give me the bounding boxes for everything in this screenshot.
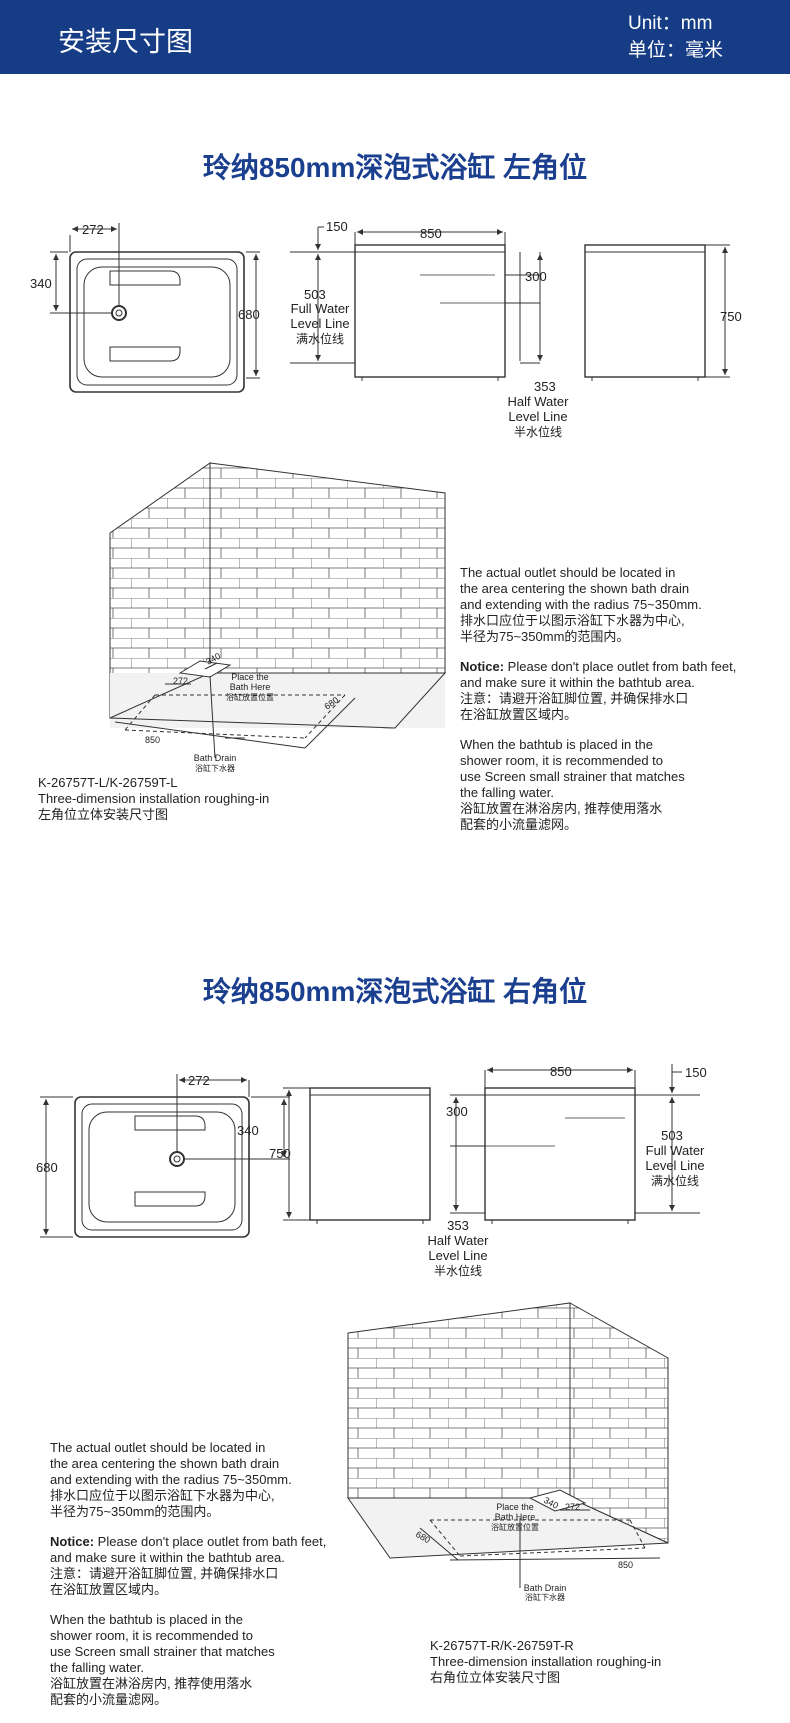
half-water-en2: Level Line xyxy=(508,409,567,424)
left-roughing-in-3d: 272 340 680 850 Place the Bath Here 浴缸放置… xyxy=(109,462,447,773)
r-half-water-en2: Level Line xyxy=(428,1248,487,1263)
right-caption: K-26757T-R/K-26759T-R Three-dimension in… xyxy=(430,1638,661,1686)
left-caption-model: K-26757T-L/K-26759T-L xyxy=(38,775,178,790)
left-caption-cn: 左角位立体安装尺寸图 xyxy=(38,807,169,822)
r-dim-680: 680 xyxy=(36,1160,58,1175)
rough-850: 850 xyxy=(145,735,160,745)
left-top-view: 272 340 680 xyxy=(30,222,260,393)
dim-300: 300 xyxy=(525,269,547,284)
place-cn: 浴缸放置位置 xyxy=(226,692,274,702)
r-dim-300: 300 xyxy=(446,1104,468,1119)
r-place-cn: 浴缸放置位置 xyxy=(491,1522,539,1532)
note-notice: Notice: Please don't place outlet from b… xyxy=(460,659,737,722)
right-section-title: 玲纳850mm深泡式浴缸 右角位 xyxy=(202,976,588,1007)
r-place-en2: Bath Here xyxy=(495,1512,536,1522)
dim-850: 850 xyxy=(420,226,442,241)
dim-340: 340 xyxy=(30,276,52,291)
r-half-water-en1: Half Water xyxy=(428,1233,490,1248)
unit-cn: 单位：毫米 xyxy=(628,40,724,61)
r-dim-503: 503 xyxy=(661,1128,683,1143)
place-en1: Place the xyxy=(231,672,269,682)
page-title: 安装尺寸图 xyxy=(58,27,193,57)
r-full-water-en2: Level Line xyxy=(645,1158,704,1173)
r-half-water-cn: 半水位线 xyxy=(434,1263,482,1278)
left-caption: K-26757T-L/K-26759T-L Three-dimension in… xyxy=(38,775,269,823)
unit-label: Unit：mm 单位：毫米 xyxy=(628,10,723,64)
dim-680: 680 xyxy=(238,307,260,322)
r-dim-340: 340 xyxy=(237,1123,259,1138)
drain-cn: 浴缸下水器 xyxy=(195,763,235,773)
dim-750: 750 xyxy=(720,309,742,324)
right-top-view: 272 340 680 xyxy=(36,1073,290,1238)
left-front-view: 150 850 300 503 Full Water Level Line 满水… xyxy=(290,219,569,439)
right-caption-en: Three-dimension installation roughing-in xyxy=(430,1654,662,1669)
unit-en: Unit：mm xyxy=(628,13,713,34)
right-caption-model: K-26757T-R/K-26759T-R xyxy=(430,1638,574,1653)
right-half-water-label: 353 Half Water Level Line 半水位线 xyxy=(428,1218,490,1278)
rough-272: 272 xyxy=(173,676,188,686)
r-rough-850: 850 xyxy=(618,1560,633,1570)
full-water-en2: Level Line xyxy=(290,316,349,331)
right-roughing-in-3d: 272 340 680 850 Place the Bath Here 浴缸放置… xyxy=(347,1302,669,1602)
right-front-view: 850 150 300 503 Full Water Level Line 满水… xyxy=(446,1064,707,1224)
left-side-view: 750 xyxy=(584,244,742,381)
r-dim-353: 353 xyxy=(447,1218,469,1233)
full-water-en1: Full Water xyxy=(291,301,350,316)
half-water-cn: 半水位线 xyxy=(514,424,562,439)
half-water-en1: Half Water xyxy=(508,394,570,409)
r-place-en1: Place the xyxy=(496,1502,534,1512)
r-dim-272: 272 xyxy=(188,1073,210,1088)
r-note-notice: Notice: Please don't place outlet from b… xyxy=(50,1534,327,1597)
r-dim-150: 150 xyxy=(685,1065,707,1080)
dim-503: 503 xyxy=(304,287,326,302)
r-dim-750: 750 xyxy=(269,1146,291,1161)
drain-en: Bath Drain xyxy=(194,753,237,763)
r-drain-cn: 浴缸下水器 xyxy=(525,1592,565,1602)
left-section-title: 玲纳850mm深泡式浴缸 左角位 xyxy=(202,152,588,183)
place-en2: Bath Here xyxy=(230,682,271,692)
dim-272: 272 xyxy=(82,222,104,237)
dim-353: 353 xyxy=(534,379,556,394)
r-drain-en: Bath Drain xyxy=(524,1583,567,1593)
right-caption-cn: 右角位立体安装尺寸图 xyxy=(430,1670,561,1685)
r-full-water-en1: Full Water xyxy=(646,1143,705,1158)
right-side-view: 750 xyxy=(269,1087,431,1224)
left-caption-en: Three-dimension installation roughing-in xyxy=(38,791,270,806)
dim-150: 150 xyxy=(326,219,348,234)
r-full-water-cn: 满水位线 xyxy=(651,1173,699,1188)
full-water-cn: 满水位线 xyxy=(296,331,344,346)
header-bar: 安装尺寸图 Unit：mm 单位：毫米 xyxy=(0,0,790,74)
r-rough-272: 272 xyxy=(565,1502,580,1512)
r-dim-850: 850 xyxy=(550,1064,572,1079)
